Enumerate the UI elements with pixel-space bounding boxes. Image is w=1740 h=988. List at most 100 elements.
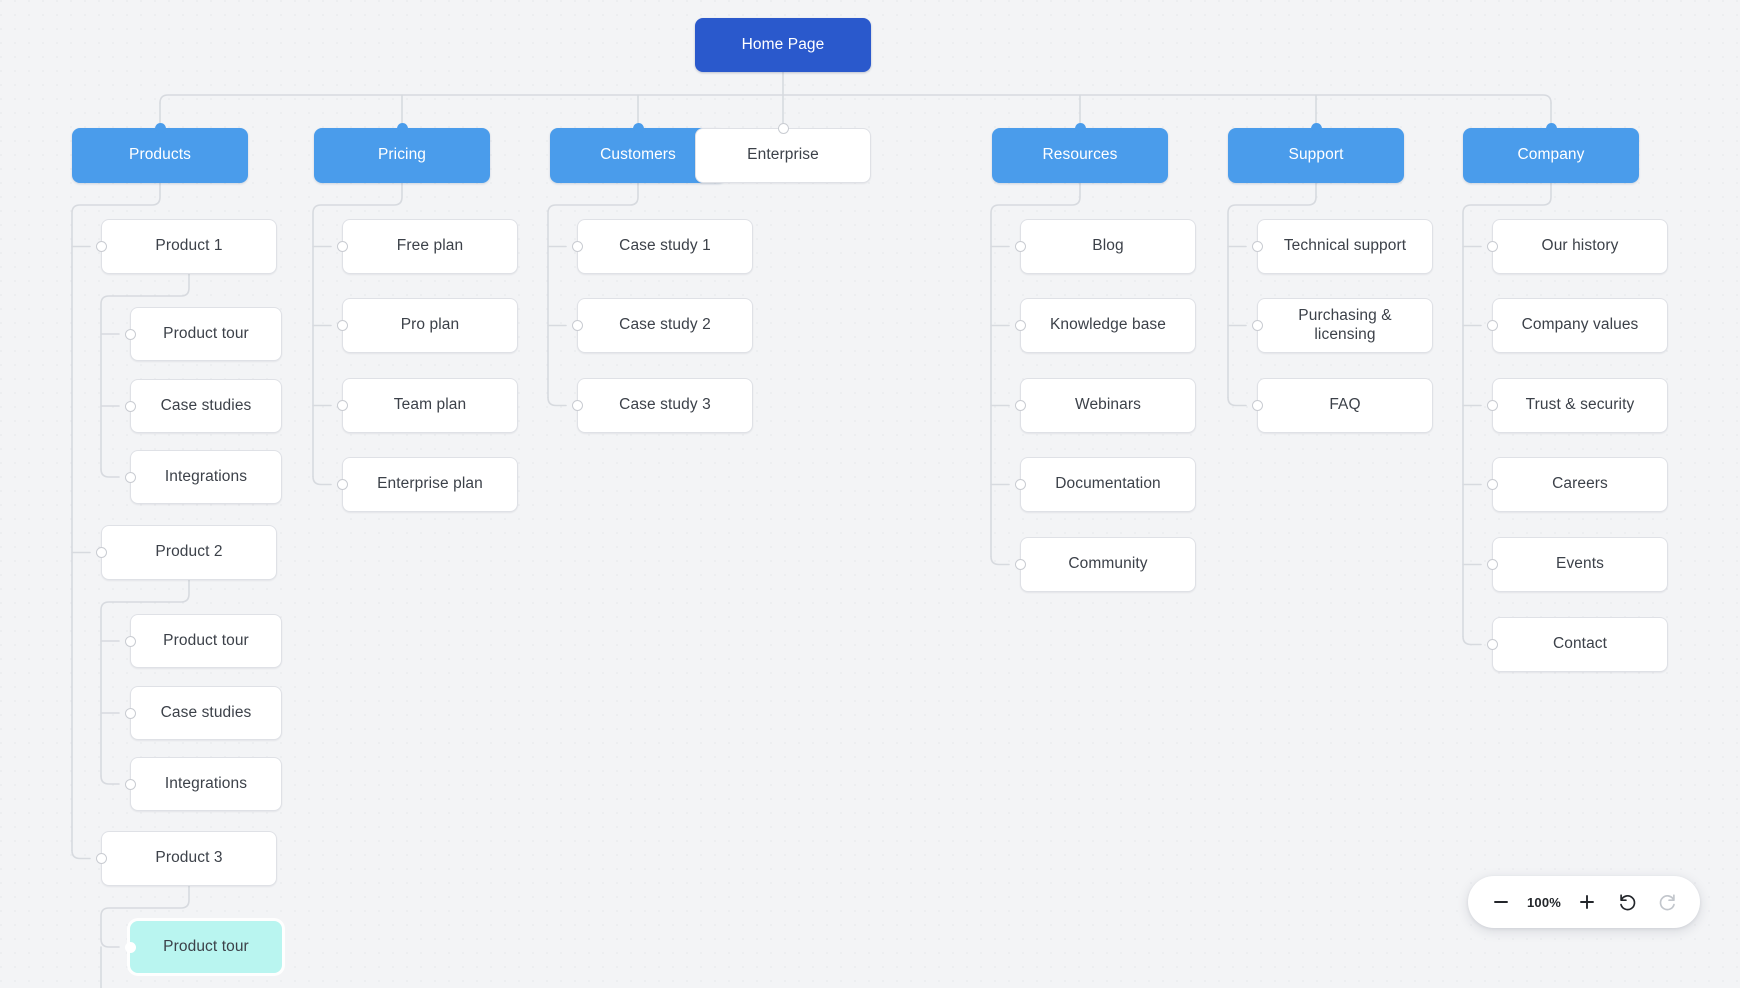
sitemap-node-kb[interactable]: Knowledge base (1020, 298, 1196, 353)
node-left-connector-dot[interactable] (124, 400, 136, 412)
sitemap-node-webinars[interactable]: Webinars (1020, 378, 1196, 433)
sitemap-node-resources[interactable]: Resources (992, 128, 1168, 183)
link-branch (312, 475, 332, 486)
node-left-connector-dot[interactable] (1486, 559, 1498, 570)
node-left-connector-dot[interactable] (1014, 400, 1026, 411)
sitemap-node-home[interactable]: Home Page (695, 18, 871, 72)
zoom-control-bar[interactable]: 100% (1468, 876, 1700, 928)
node-top-connector-dot[interactable] (1310, 122, 1322, 134)
node-left-connector-dot[interactable] (1014, 241, 1026, 252)
sitemap-node-history[interactable]: Our history (1492, 219, 1668, 274)
sitemap-node-entplan[interactable]: Enterprise plan (342, 457, 518, 512)
node-label: Free plan (396, 237, 464, 255)
node-left-connector-dot[interactable] (124, 778, 136, 790)
node-left-connector-dot[interactable] (1251, 400, 1263, 411)
sitemap-node-community[interactable]: Community (1020, 537, 1196, 592)
node-top-connector-dot[interactable] (1545, 122, 1557, 134)
sitemap-node-events[interactable]: Events (1492, 537, 1668, 592)
sitemap-node-team[interactable]: Team plan (342, 378, 518, 433)
link-branch (990, 555, 1010, 566)
node-top-connector-dot[interactable] (777, 122, 789, 134)
node-left-connector-dot[interactable] (1486, 320, 1498, 331)
sitemap-node-cs3[interactable]: Case study 3 (577, 378, 753, 433)
sitemap-node-cs2[interactable]: Case study 2 (577, 298, 753, 353)
node-label: Product 3 (155, 849, 223, 867)
node-left-connector-dot[interactable] (124, 635, 136, 647)
sitemap-node-p2-cases[interactable]: Case studies (130, 686, 282, 740)
sitemap-node-trust[interactable]: Trust & security (1492, 378, 1668, 433)
sitemap-node-p1[interactable]: Product 1 (101, 219, 277, 274)
node-left-connector-dot[interactable] (1251, 320, 1263, 331)
node-left-connector-dot[interactable] (1014, 320, 1026, 331)
node-left-connector-dot[interactable] (1486, 639, 1498, 650)
sitemap-node-p1-integ[interactable]: Integrations (130, 450, 282, 504)
node-label: Products (129, 146, 191, 164)
zoom-out-button[interactable] (1484, 885, 1518, 919)
node-left-connector-dot[interactable] (571, 400, 583, 411)
node-left-connector-dot[interactable] (95, 547, 107, 558)
sitemap-node-p3[interactable]: Product 3 (101, 831, 277, 886)
sitemap-node-support[interactable]: Support (1228, 128, 1404, 183)
zoom-in-button[interactable] (1570, 885, 1604, 919)
node-left-connector-dot[interactable] (336, 320, 348, 331)
node-left-connector-dot[interactable] (124, 941, 136, 953)
sitemap-node-p3-tour[interactable]: Product tour (130, 921, 282, 973)
undo-icon[interactable] (1610, 885, 1644, 919)
node-left-connector-dot[interactable] (1014, 559, 1026, 570)
sitemap-node-p2-tour[interactable]: Product tour (130, 614, 282, 668)
link-spine-p1 (100, 273, 190, 470)
sitemap-node-values[interactable]: Company values (1492, 298, 1668, 353)
sitemap-node-company[interactable]: Company (1463, 128, 1639, 183)
sitemap-node-free[interactable]: Free plan (342, 219, 518, 274)
node-top-connector-dot[interactable] (396, 122, 408, 134)
link-spine-customers (547, 182, 639, 399)
node-label: Webinars (1075, 396, 1141, 414)
node-label: Our history (1541, 237, 1619, 255)
node-label: Integrations (164, 774, 248, 792)
link-level1-bus (159, 94, 1552, 104)
node-top-connector-dot[interactable] (632, 122, 644, 134)
link-spine-p2 (100, 579, 190, 777)
sitemap-node-faq[interactable]: FAQ (1257, 378, 1433, 433)
node-left-connector-dot[interactable] (336, 241, 348, 252)
node-left-connector-dot[interactable] (336, 479, 348, 490)
node-left-connector-dot[interactable] (1486, 479, 1498, 490)
node-label: Contact (1552, 635, 1608, 653)
link-spine-products (71, 182, 161, 852)
node-left-connector-dot[interactable] (571, 241, 583, 252)
node-left-connector-dot[interactable] (124, 328, 136, 340)
zoom-level-label: 100% (1526, 894, 1562, 910)
node-label: Pro plan (400, 316, 460, 334)
redo-icon[interactable] (1650, 885, 1684, 919)
sitemap-node-docs[interactable]: Documentation (1020, 457, 1196, 512)
node-left-connector-dot[interactable] (1251, 241, 1263, 252)
node-top-connector-dot[interactable] (1074, 122, 1086, 134)
sitemap-node-p2-integ[interactable]: Integrations (130, 757, 282, 811)
node-label: FAQ (1329, 396, 1361, 414)
node-left-connector-dot[interactable] (124, 471, 136, 483)
node-left-connector-dot[interactable] (1486, 400, 1498, 411)
node-label: Home Page (741, 35, 825, 53)
node-left-connector-dot[interactable] (1486, 241, 1498, 252)
node-left-connector-dot[interactable] (95, 241, 107, 252)
sitemap-node-p2[interactable]: Product 2 (101, 525, 277, 580)
sitemap-node-pro[interactable]: Pro plan (342, 298, 518, 353)
sitemap-node-products[interactable]: Products (72, 128, 248, 183)
node-left-connector-dot[interactable] (336, 400, 348, 411)
node-top-connector-dot[interactable] (154, 122, 166, 134)
node-left-connector-dot[interactable] (95, 853, 107, 864)
sitemap-node-blog[interactable]: Blog (1020, 219, 1196, 274)
sitemap-node-p1-tour[interactable]: Product tour (130, 307, 282, 361)
sitemap-node-contact[interactable]: Contact (1492, 617, 1668, 672)
node-left-connector-dot[interactable] (124, 707, 136, 719)
sitemap-node-enterprise[interactable]: Enterprise (695, 128, 871, 183)
sitemap-node-purch[interactable]: Purchasing & licensing (1257, 298, 1433, 353)
sitemap-node-cs1[interactable]: Case study 1 (577, 219, 753, 274)
node-left-connector-dot[interactable] (571, 320, 583, 331)
sitemap-node-careers[interactable]: Careers (1492, 457, 1668, 512)
sitemap-node-pricing[interactable]: Pricing (314, 128, 490, 183)
sitemap-node-techsup[interactable]: Technical support (1257, 219, 1433, 274)
sitemap-node-p1-cases[interactable]: Case studies (130, 379, 282, 433)
node-left-connector-dot[interactable] (1014, 479, 1026, 490)
